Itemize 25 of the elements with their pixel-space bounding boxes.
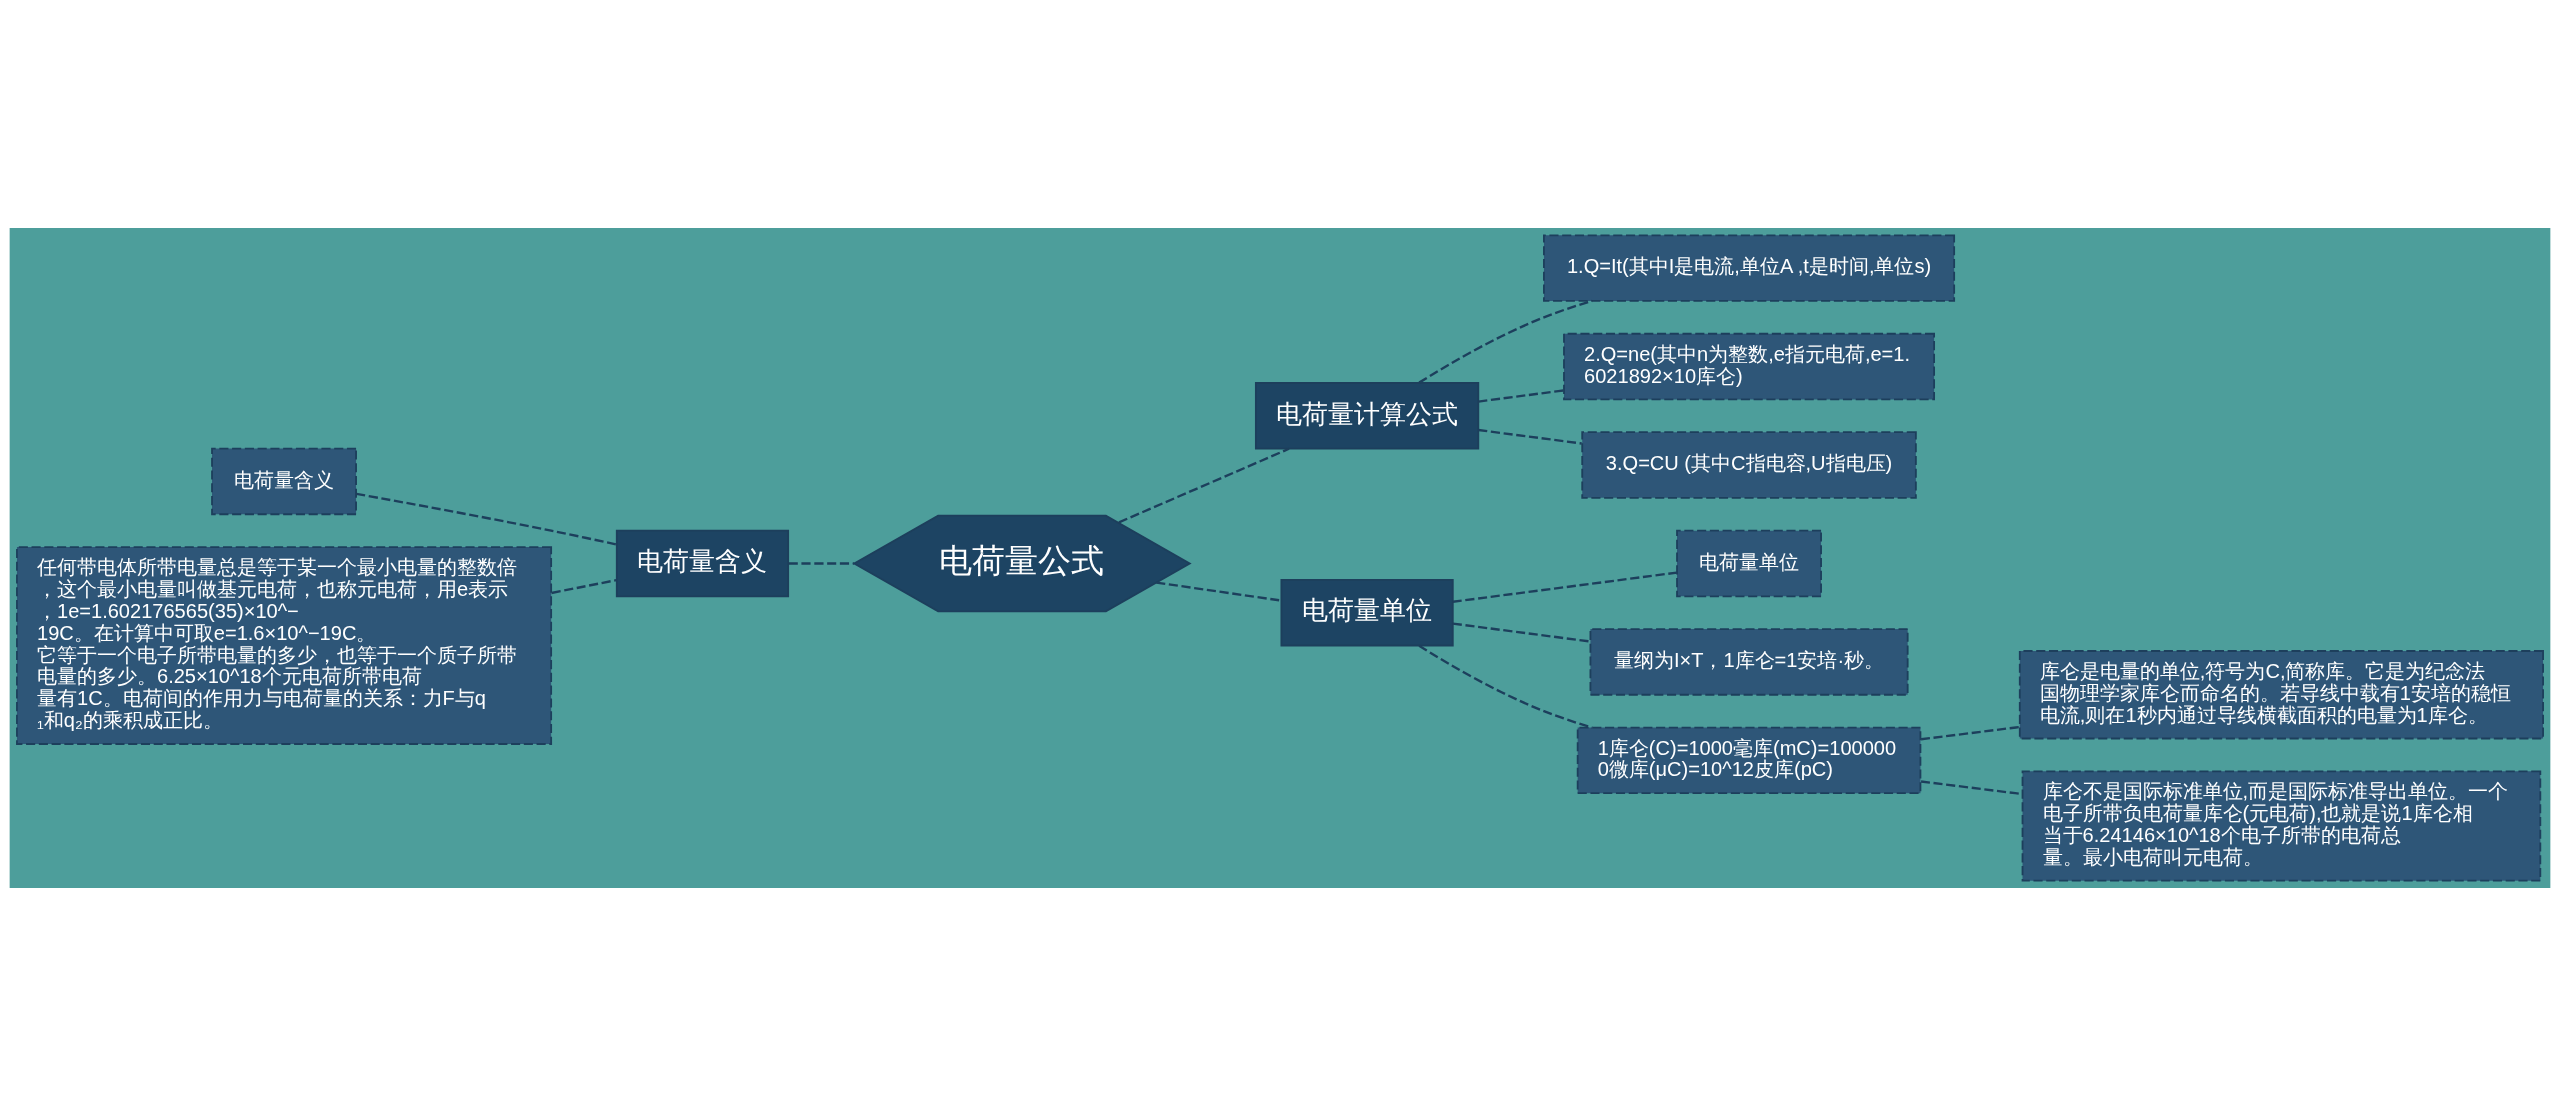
connector — [551, 578, 617, 594]
connector — [1478, 428, 1582, 445]
node-box: 库仑是电量的单位,符号为C,简称库。它是为纪念法国物理学家库仑而命名的。若导线中载有1安培的稳恒电流,则在1秒内通过导线横截面积的电量为1库仑。 — [2018, 649, 2544, 739]
node-box: 3.Q=CU (其中C指电容,U指电压) — [1581, 430, 1917, 499]
node-box: 电荷量单位 — [1676, 529, 1822, 597]
connector — [356, 492, 617, 546]
node-box: 电荷量含义 — [615, 529, 790, 597]
node-box: 2.Q=ne(其中n为整数,e指元电荷,e=1.6021892×10库仑) — [1563, 332, 1935, 400]
node-box: 1库仑(C)=1000毫库(mC)=1000000微库(μC)=10^12皮库(pC) — [1576, 726, 1922, 794]
node-box: 1.Q=It(其中I是电流,单位A ,t是时间,单位s) — [1543, 233, 1956, 302]
node-box: 任何带电体所带电量总是等于某一个最小电量的整数倍，这个最小电量叫做基元电荷，也称元电荷，用e表示，1e=1.602176565(35)×10^−19C。在计算中可取e=1.6×10^−19C。它等于一个电子所带电量的多少，也等于一个质子所带电量的多少。6.25×10^18个元电荷所带电荷量有1C。电荷间的作用力与电荷量的关系：力F与q₁和q₂的乘积成正比。 — [16, 545, 553, 745]
connector — [1920, 725, 2020, 740]
connector — [1156, 580, 1282, 602]
connector — [1478, 388, 1565, 403]
connector — [1452, 621, 1590, 643]
connector — [1418, 644, 1593, 729]
connector — [1118, 447, 1290, 523]
node-box: 电荷量计算公式 — [1254, 381, 1480, 450]
connector — [1452, 570, 1677, 603]
node-box: 电荷量含义 — [211, 447, 357, 515]
connector — [1418, 299, 1593, 384]
connector — [788, 561, 855, 565]
node-box: 电荷量单位 — [1280, 578, 1454, 646]
node-box: 库仑不是国际标准单位,而是国际标准导出单位。一个电子所带负电荷量库仑(元电荷),也就是说1库仑相当于6.24146×10^18个电子所带的电荷总量。最小电荷叫元电荷。 — [2021, 769, 2542, 882]
node-box: 量纲为I×T，1库仑=1安培·秒。 — [1589, 627, 1909, 696]
